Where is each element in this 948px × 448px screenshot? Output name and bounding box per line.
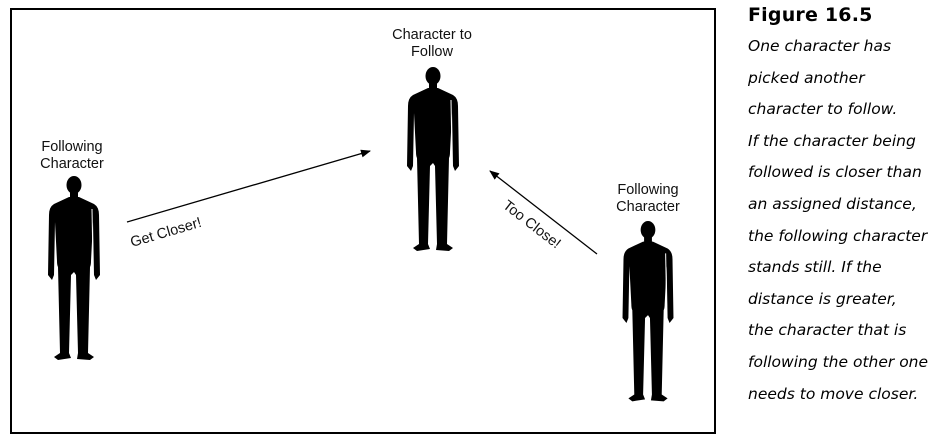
get-closer-arrow — [126, 149, 371, 223]
too-close-arrow — [489, 170, 598, 255]
following-character-left-label: Following Character — [40, 139, 104, 172]
get-closer-label: Get Closer! — [129, 215, 204, 251]
figure-title: Figure 16.5 — [748, 4, 873, 26]
caption-line: One character has — [748, 37, 892, 55]
following-character-left-figure — [47, 175, 101, 361]
caption-line: stands still. If the — [748, 258, 882, 277]
caption-line: distance is greater, — [748, 289, 897, 308]
diagram-frame: Get Closer! Too Close! Character to Foll… — [10, 8, 716, 434]
caption-text: One character has picked another charact… — [748, 31, 946, 410]
caption-line: the character that is — [748, 321, 907, 340]
caption-line: character to follow. — [748, 100, 898, 119]
character-to-follow-label: Character to Follow — [392, 27, 472, 60]
caption-line: following the other one — [748, 352, 929, 371]
too-close-label: Too Close! — [500, 198, 564, 253]
following-character-right-label: Following Character — [616, 182, 680, 215]
caption-line: picked another — [748, 68, 865, 87]
caption-line: an assigned distance, — [748, 194, 917, 213]
caption-line: If the character being — [748, 131, 916, 150]
caption-line: the following character — [748, 226, 928, 245]
character-to-follow-figure — [406, 66, 460, 252]
figure-caption: Figure 16.5 One character has picked ano… — [748, 4, 946, 410]
caption-line: needs to move closer. — [748, 384, 919, 403]
following-character-right-figure — [622, 220, 674, 402]
caption-line: followed is closer than — [748, 163, 922, 182]
diagram-scene: Get Closer! Too Close! — [47, 66, 674, 402]
